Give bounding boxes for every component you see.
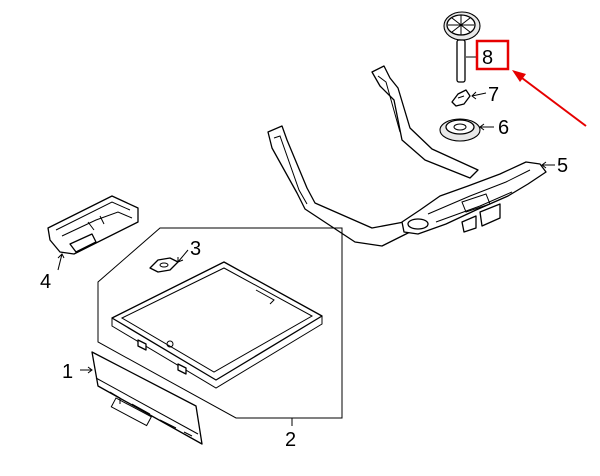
part-7-clip <box>451 89 471 107</box>
callout-2: 2 <box>285 429 296 451</box>
part-8-hold-down-bolt <box>443 11 481 83</box>
leader-lines <box>57 56 555 426</box>
callout-1: 1 <box>62 361 73 383</box>
part-1-trim-panel <box>91 351 203 445</box>
callout-5: 5 <box>557 155 568 177</box>
callout-7: 7 <box>488 84 499 106</box>
part-4-storage-bin <box>47 195 139 255</box>
callout-3: 3 <box>190 238 201 260</box>
part-3-fastener <box>149 257 179 273</box>
highlight-box-8 <box>475 39 510 71</box>
part-2-floor-cover <box>111 261 323 389</box>
callout-4: 4 <box>40 271 51 293</box>
part-5-carrier-frame <box>267 65 547 247</box>
part-6-grommet <box>439 118 481 142</box>
callout-8: 8 <box>482 47 493 69</box>
callout-6: 6 <box>498 117 509 139</box>
highlight-arrow <box>512 70 587 127</box>
